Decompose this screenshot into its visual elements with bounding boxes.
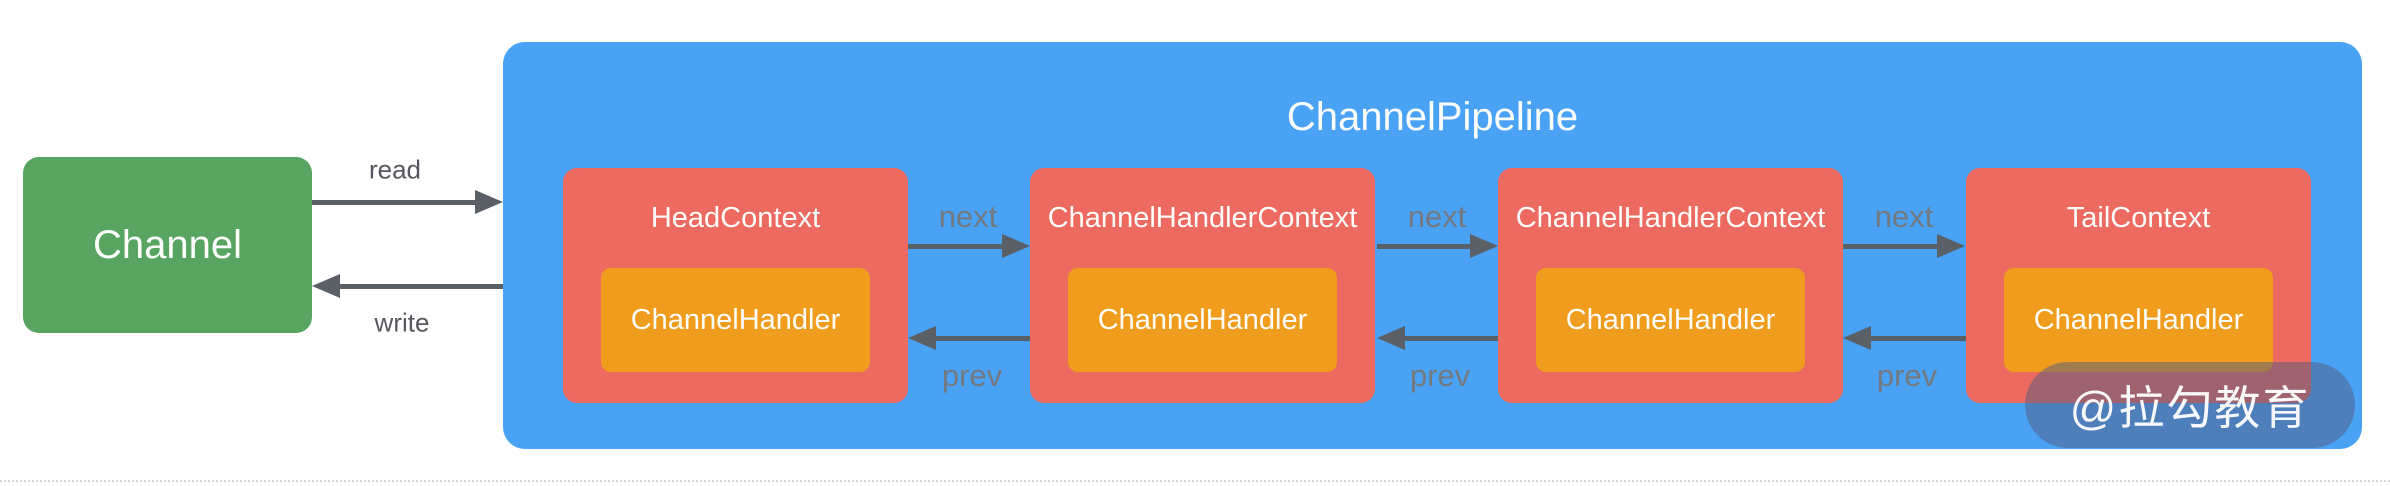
next-label: next bbox=[1407, 199, 1467, 234]
context-label: ChannelHandlerContext bbox=[1515, 201, 1826, 234]
next-arrow-line bbox=[908, 244, 1004, 249]
handler-node: ChannelHandler bbox=[601, 268, 870, 372]
channel-node: Channel bbox=[23, 157, 312, 333]
prev-arrow-head-icon bbox=[908, 326, 936, 350]
prev-label: prev bbox=[1876, 358, 1938, 393]
context-node-head: HeadContext ChannelHandler bbox=[563, 168, 908, 403]
next-label: next bbox=[938, 199, 998, 234]
write-arrow-head-icon bbox=[312, 274, 340, 298]
pipeline-title: ChannelPipeline bbox=[1286, 95, 1579, 139]
pipeline-container: ChannelPipeline HeadContext ChannelHandl… bbox=[503, 42, 2362, 449]
context-node-3: ChannelHandlerContext ChannelHandler bbox=[1498, 168, 1843, 403]
handler-node: ChannelHandler bbox=[1068, 268, 1337, 372]
prev-label: prev bbox=[941, 358, 1003, 393]
write-label: write bbox=[374, 307, 430, 338]
next-arrow-line bbox=[1377, 244, 1473, 249]
page-bottom-dotted-line bbox=[0, 480, 2390, 482]
watermark-badge: @拉勾教育 bbox=[2025, 362, 2355, 448]
read-arrow-line bbox=[312, 200, 476, 205]
prev-arrow-line bbox=[1403, 336, 1498, 341]
watermark-text: @拉勾教育 bbox=[2069, 382, 2311, 434]
next-label: next bbox=[1874, 199, 1934, 234]
prev-label: prev bbox=[1409, 358, 1471, 393]
context-label: ChannelHandlerContext bbox=[1047, 201, 1358, 234]
context-label: TailContext bbox=[2066, 201, 2211, 234]
handler-node: ChannelHandler bbox=[2004, 268, 2273, 372]
write-arrow-line bbox=[340, 284, 503, 289]
prev-arrow-line bbox=[934, 336, 1030, 341]
channel-node-label: Channel bbox=[92, 222, 242, 267]
prev-arrow-head-icon bbox=[1377, 326, 1405, 350]
next-arrow-head-icon bbox=[1002, 234, 1030, 258]
handler-node: ChannelHandler bbox=[1536, 268, 1805, 372]
next-arrow-head-icon bbox=[1470, 234, 1498, 258]
read-arrow-head-icon bbox=[475, 190, 503, 214]
context-node-2: ChannelHandlerContext ChannelHandler bbox=[1030, 168, 1375, 403]
context-label: HeadContext bbox=[650, 201, 821, 234]
prev-arrow-line bbox=[1869, 336, 1966, 341]
prev-arrow-head-icon bbox=[1843, 326, 1871, 350]
read-label: read bbox=[368, 154, 422, 185]
next-arrow-head-icon bbox=[1937, 234, 1965, 258]
next-arrow-line bbox=[1843, 244, 1939, 249]
